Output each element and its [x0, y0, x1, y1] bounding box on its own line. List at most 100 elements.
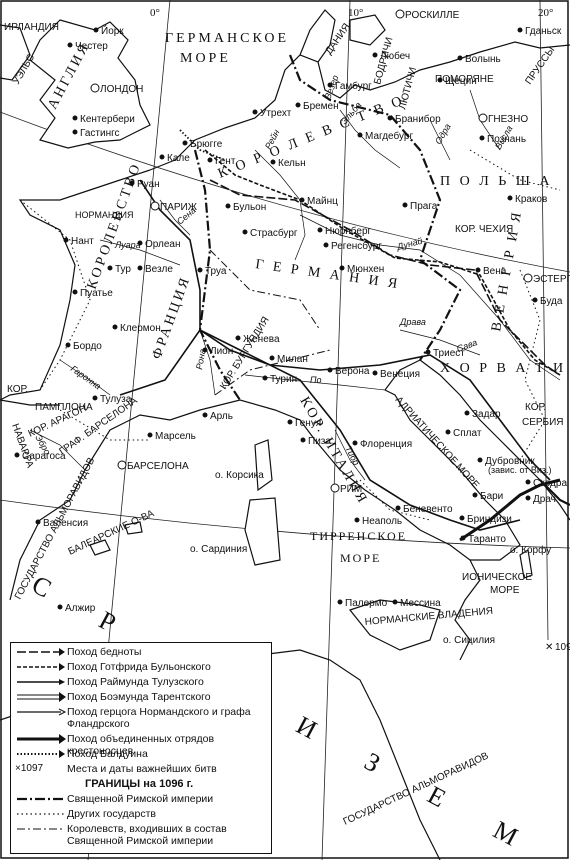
- city-marker: [354, 517, 360, 523]
- city-marker: [327, 367, 333, 373]
- city-name: РОСКИЛЛЕ: [405, 10, 460, 21]
- city-marker: [525, 479, 531, 485]
- city-name: Вена: [483, 266, 507, 277]
- legend-item: Поход объединенных отрядов крестоносцев: [67, 733, 215, 757]
- city-marker: [479, 135, 485, 141]
- city-51: Арль: [202, 411, 233, 422]
- city-marker: [137, 240, 143, 246]
- city-43: Лион: [202, 346, 233, 357]
- city-11: Бранибор: [387, 113, 441, 125]
- legend-row: Поход Готфрида Бульонского: [15, 661, 267, 676]
- city-name: Майнц: [307, 196, 338, 207]
- river-name: По: [310, 375, 322, 385]
- ireland-label: ИРЛАНДИЯ: [4, 22, 59, 33]
- tyrrhenian-label-2: МОРЕ: [340, 551, 381, 565]
- city-marker: [90, 83, 100, 93]
- city-44: Женева: [235, 334, 280, 345]
- city-name: Пуатье: [80, 288, 113, 299]
- city-marker: [437, 77, 443, 83]
- legend-borders-header: ГРАНИЦЫ на 1096 г.: [85, 778, 194, 790]
- city-marker: [337, 599, 343, 605]
- city-56: Задар: [464, 409, 501, 420]
- legend-border-item: Королевств, входивших в состав Священной…: [67, 823, 227, 847]
- city-marker: [147, 432, 153, 438]
- city-name: Генуя: [295, 418, 321, 429]
- city-16: Магдебург: [357, 130, 413, 142]
- city-name: Скодра: [533, 478, 567, 489]
- city-61: РИМ: [330, 483, 362, 495]
- czech-label: КОР. ЧЕХИЯ: [455, 224, 513, 235]
- ionian-label-2: МОРЕ: [490, 585, 520, 596]
- city-marker: [330, 483, 340, 493]
- city-marker: [295, 102, 301, 108]
- city-10: Щецин: [437, 76, 477, 87]
- city-29: Орлеан: [137, 239, 180, 250]
- city-marker: [357, 132, 363, 138]
- city-48: Венеция: [372, 369, 420, 380]
- river-name: Луара: [114, 240, 141, 250]
- city-name: Милан: [277, 354, 308, 365]
- city-name: Беневенто: [403, 504, 453, 515]
- city-name: Арль: [210, 411, 233, 422]
- city-name: ЛОНДОН: [100, 84, 143, 95]
- battle-date: 1097: [555, 642, 570, 653]
- city-marker: [425, 349, 431, 355]
- city-name: Триест: [433, 348, 465, 359]
- city-marker: [117, 460, 127, 470]
- city-name: Кале: [167, 153, 190, 164]
- city-name: БАРСЕЛОНА: [127, 461, 189, 472]
- balearic-label: БАЛЕАРСКИЕ О-ВА: [67, 508, 157, 558]
- city-27: Краков: [507, 194, 547, 205]
- route-baldwin: [179, 129, 226, 161]
- legend-item: Поход Балдуина: [67, 748, 148, 760]
- city-name: Верона: [335, 366, 370, 377]
- city-70: Алжир: [57, 603, 96, 614]
- legend-item: Поход Боэмунда Тарентского: [67, 691, 211, 703]
- city-name: Гамбург: [335, 80, 372, 92]
- empire-border: [193, 54, 462, 401]
- city-name: Сарагоса: [22, 451, 66, 462]
- city-name: Бранибор: [395, 113, 441, 125]
- city-13: Познань: [479, 134, 526, 145]
- city-69: Валенсия: [35, 518, 88, 529]
- city-marker: [235, 335, 241, 341]
- legend-row: Поход Боэмунда Тарентского: [15, 691, 267, 706]
- city-marker: [137, 265, 143, 271]
- city-26: Прага: [402, 201, 438, 212]
- serbia-label-2: СЕРБИЯ: [522, 417, 564, 428]
- city-60: Дубровник: [477, 455, 535, 467]
- city-name: Труа: [205, 266, 227, 277]
- city-marker: [269, 355, 275, 361]
- city-name: Палермо: [345, 598, 388, 609]
- croatia-label: Х О Р В А Т И Я: [440, 361, 570, 376]
- city-25: Бульон: [225, 202, 266, 213]
- sardinia-label: о. Сардиния: [190, 544, 247, 555]
- city-name: Магдебург: [365, 130, 413, 142]
- city-38: ЭСТЕРГОМ: [523, 273, 570, 285]
- city-marker: [57, 604, 63, 610]
- city-name: Орлеан: [145, 239, 180, 250]
- river-name: Гаронна: [69, 363, 103, 391]
- city-name: Тур: [115, 264, 131, 275]
- city-name: Утрехт: [260, 108, 292, 119]
- city-46: Турин: [262, 374, 297, 385]
- city-31: Нюрнберг: [317, 225, 372, 237]
- city-marker: [457, 55, 463, 61]
- city-name: Дубровник: [485, 455, 535, 467]
- city-marker: [525, 495, 531, 501]
- city-marker: [252, 109, 258, 115]
- city-5: Гастингс: [72, 128, 120, 139]
- degree-label-20: 20°: [538, 7, 553, 19]
- city-marker: [352, 440, 358, 446]
- city-marker: [299, 197, 305, 203]
- germany-sea-label: ГЕРМАНСКОЕ: [165, 31, 289, 46]
- city-marker: [112, 324, 118, 330]
- legend-row: Священной Римской империи: [15, 793, 267, 808]
- legend-item: Поход Готфрида Бульонского: [67, 661, 211, 673]
- city-marker: [387, 115, 393, 121]
- city-28: Нант: [63, 236, 94, 247]
- legend-row: Поход герцога Нормандского и графа Фланд…: [15, 706, 267, 733]
- river-name: Рона: [194, 348, 207, 370]
- city-marker: [460, 535, 466, 541]
- lutichi-label: ЛЮТИЧИ: [397, 66, 419, 111]
